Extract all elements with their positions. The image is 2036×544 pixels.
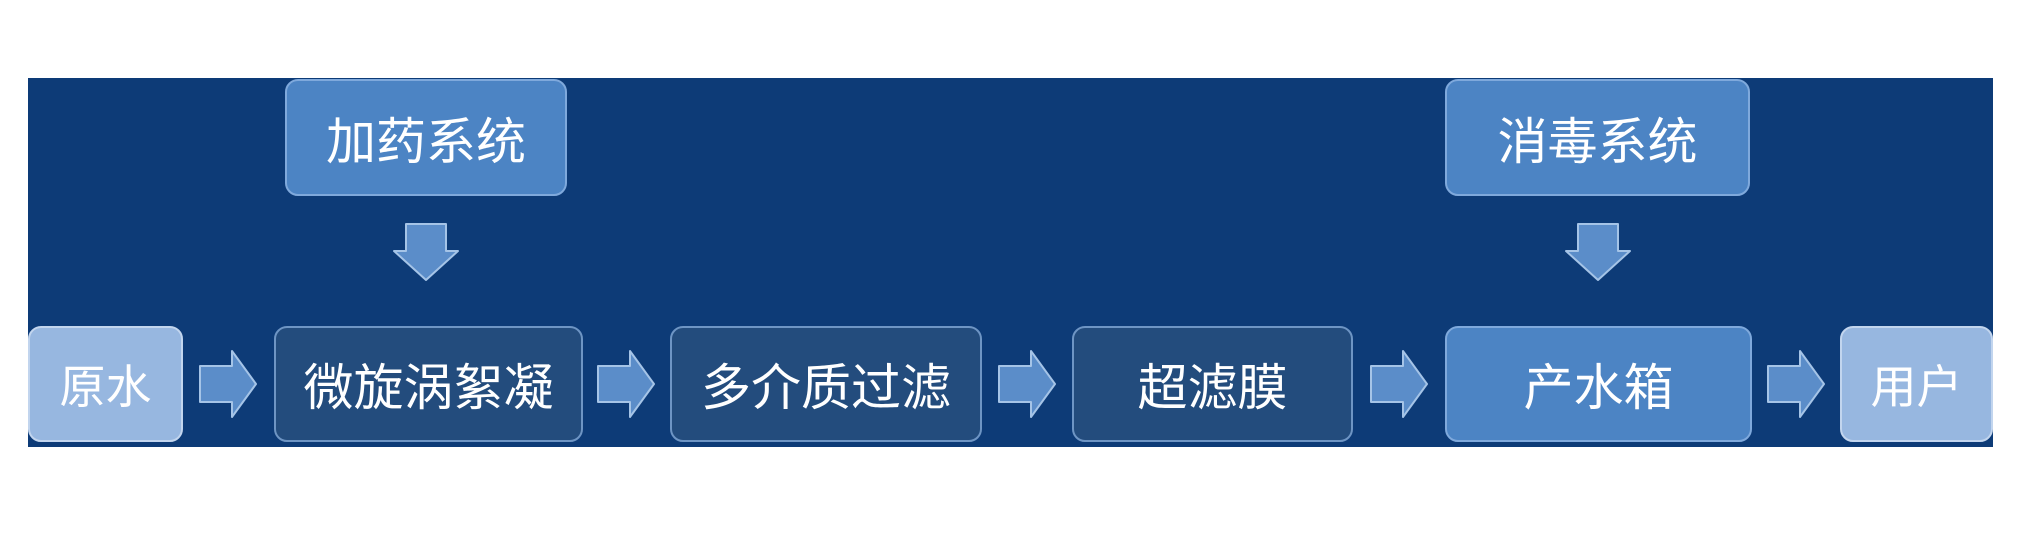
flow-box-ultrafiltration-membrane: 超滤膜 <box>1072 326 1353 442</box>
aux-box-disinfection-system-label: 消毒系统 <box>1497 113 1698 170</box>
aux-box-dosing-system-label: 加药系统 <box>326 113 526 170</box>
down-arrow-icon <box>1565 223 1631 281</box>
aux-box-dosing-system: 加药系统 <box>285 79 567 196</box>
right-arrow-icon <box>199 350 257 418</box>
right-arrow-icon <box>998 350 1056 418</box>
right-arrow-icon <box>1370 350 1428 418</box>
flow-box-user: 用户 <box>1840 326 1993 442</box>
flow-box-raw-water: 原水 <box>28 326 183 442</box>
flow-box-product-water-tank: 产水箱 <box>1445 326 1752 442</box>
flow-box-ultrafiltration-membrane-label: 超滤膜 <box>1137 360 1288 416</box>
right-arrow-icon <box>597 350 655 418</box>
flow-box-micro-vortex-flocculation: 微旋涡絮凝 <box>274 326 583 442</box>
flow-box-user-label: 用户 <box>1870 361 1963 413</box>
flow-box-multimedia-filter: 多介质过滤 <box>670 326 982 442</box>
flow-box-multimedia-filter-label: 多介质过滤 <box>701 360 951 416</box>
aux-box-disinfection-system: 消毒系统 <box>1445 79 1750 196</box>
flow-box-micro-vortex-flocculation-label: 微旋涡絮凝 <box>303 360 554 416</box>
flow-box-raw-water-label: 原水 <box>59 361 152 413</box>
right-arrow-icon <box>1767 350 1825 418</box>
flow-box-product-water-tank-label: 产水箱 <box>1523 360 1674 416</box>
down-arrow-icon <box>393 223 459 281</box>
